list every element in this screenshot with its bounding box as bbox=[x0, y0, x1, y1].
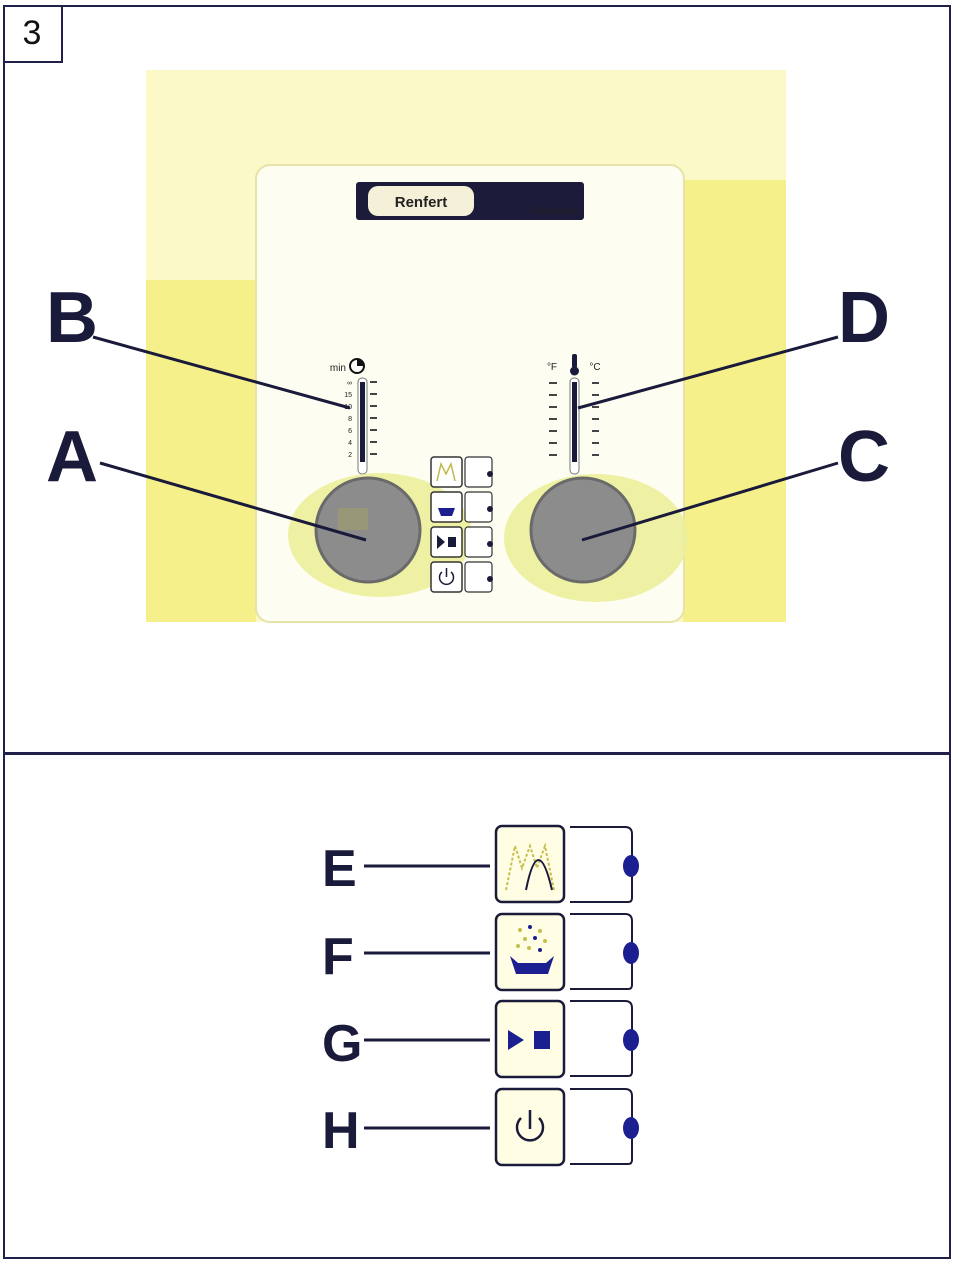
temperature-scale: °F °C bbox=[547, 354, 601, 475]
device-button-column bbox=[430, 456, 493, 593]
led-frame-g bbox=[570, 1000, 633, 1077]
device-led-3 bbox=[487, 541, 493, 547]
clock-icon bbox=[349, 358, 365, 374]
timer-tick bbox=[370, 405, 377, 407]
device-play-icon bbox=[437, 535, 445, 549]
temp-unit-right: °C bbox=[589, 362, 600, 373]
timer-tick bbox=[370, 381, 377, 383]
led-frame-h bbox=[570, 1088, 633, 1165]
timer-tick bbox=[370, 429, 377, 431]
led-indicator-f bbox=[623, 942, 639, 964]
temperature-fill bbox=[572, 382, 577, 462]
timer-knob-highlight bbox=[338, 508, 368, 530]
timer-tick bbox=[370, 393, 377, 395]
temperature-knob[interactable] bbox=[529, 476, 637, 584]
figure-frame bbox=[3, 5, 951, 1259]
device-power-icon bbox=[438, 568, 455, 586]
callout-a: A bbox=[46, 417, 98, 497]
model-label: Easyclean bbox=[532, 206, 578, 217]
callout-g: G bbox=[322, 1015, 362, 1073]
degas-button[interactable] bbox=[494, 824, 566, 904]
timer-fill bbox=[360, 382, 365, 462]
device-stop-icon bbox=[448, 537, 456, 547]
device-led-1 bbox=[487, 471, 493, 477]
callout-d: D bbox=[838, 278, 890, 358]
callout-f: F bbox=[322, 928, 354, 986]
play-icon bbox=[508, 1030, 524, 1050]
timer-label: 4 bbox=[348, 440, 352, 447]
figure-number: 3 bbox=[3, 5, 63, 63]
timer-unit-label: min bbox=[330, 363, 346, 374]
led-frame-e bbox=[570, 826, 633, 903]
callout-line-b bbox=[92, 335, 351, 410]
temperature-ticks bbox=[549, 382, 599, 456]
device-degas-icon bbox=[436, 461, 456, 482]
temp-unit-left: °F bbox=[547, 362, 557, 373]
timer-label: 8 bbox=[348, 416, 352, 423]
device-photo: Renfert Easyclean min ∞15108642 °F °C bbox=[146, 70, 786, 623]
device-sweep-icon bbox=[438, 508, 455, 516]
timer-label: ∞ bbox=[347, 380, 352, 387]
timer-label: 15 bbox=[344, 392, 352, 399]
device-sweep-button[interactable] bbox=[430, 491, 463, 523]
callout-e: E bbox=[322, 840, 357, 898]
timer-tick bbox=[370, 453, 377, 455]
device-led-2 bbox=[487, 506, 493, 512]
play-stop-button[interactable] bbox=[494, 999, 566, 1079]
brand-badge bbox=[368, 186, 474, 216]
device-play-stop-button[interactable] bbox=[430, 526, 463, 558]
led-indicator-g bbox=[623, 1029, 639, 1051]
timer-tick bbox=[370, 441, 377, 443]
callout-h: H bbox=[322, 1102, 360, 1160]
callout-line-c bbox=[581, 461, 839, 542]
photo-shadow-right bbox=[683, 180, 786, 622]
led-indicator-h bbox=[623, 1117, 639, 1139]
brand-label: Renfert bbox=[395, 194, 448, 211]
callout-line-d bbox=[577, 335, 839, 410]
panel-divider bbox=[3, 752, 951, 755]
led-frame-f bbox=[570, 913, 633, 990]
thermometer-icon bbox=[570, 354, 579, 376]
degas-icon bbox=[505, 842, 555, 891]
callout-line-a bbox=[99, 461, 367, 542]
device-led-4 bbox=[487, 576, 493, 582]
timer-tick bbox=[370, 417, 377, 419]
photo-shadow-left bbox=[146, 280, 256, 622]
sweep-basket-icon bbox=[510, 925, 554, 974]
stop-icon bbox=[534, 1031, 550, 1049]
button-detail: E F G H bbox=[322, 824, 639, 1167]
timer-label: 6 bbox=[348, 428, 352, 435]
timer-label: 2 bbox=[348, 452, 352, 459]
callout-b: B bbox=[46, 278, 98, 358]
callout-c: C bbox=[838, 417, 890, 497]
led-indicator-e bbox=[623, 855, 639, 877]
power-icon bbox=[515, 1110, 545, 1142]
